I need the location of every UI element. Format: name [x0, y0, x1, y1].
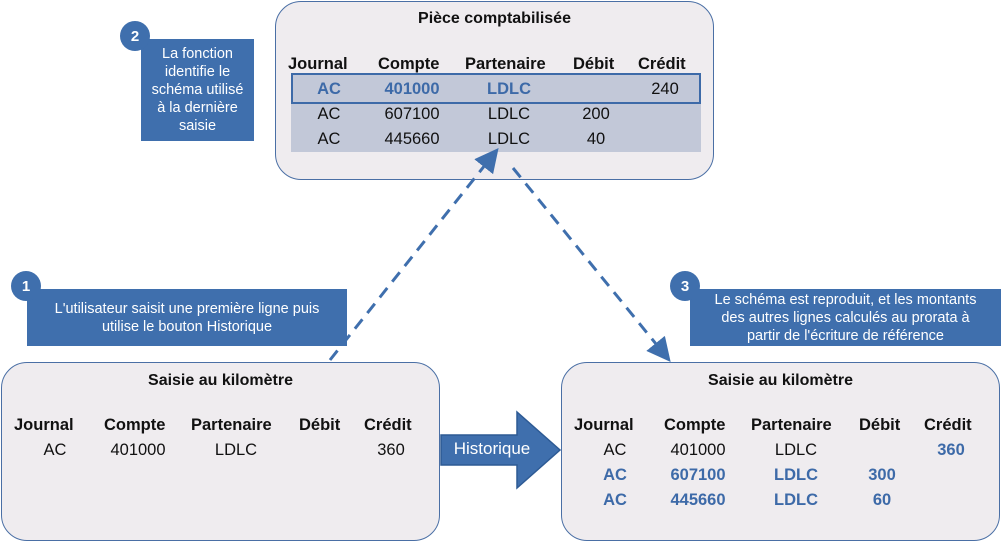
col-header-compte: Compte	[378, 55, 440, 73]
col-header-credit: Crédit	[364, 416, 412, 434]
col-header-journal: Journal	[288, 55, 348, 73]
dashed-arrow-down	[511, 167, 671, 362]
col-header-debit: Débit	[859, 416, 901, 434]
table-cell: 401000	[384, 80, 440, 98]
table-cell: 445660	[384, 130, 440, 148]
col-header-debit: Débit	[299, 416, 341, 434]
table-cell: 240	[651, 80, 679, 98]
col-header-partenaire: Partenaire	[751, 416, 832, 434]
col-header-journal: Journal	[14, 416, 74, 434]
step-badge-1: 1	[11, 271, 41, 301]
callout-step-3: Le schéma est reproduit, et les montants…	[690, 289, 1001, 346]
table-cell: LDLC	[774, 441, 818, 459]
entry-input-panel-right: Saisie au kilomètre Journal Compte Parte…	[561, 362, 1000, 541]
callout-step-1: L'utilisateur saisit une première ligne …	[27, 289, 347, 346]
posted-entry-panel: Pièce comptabilisée Journal Compte Parte…	[275, 1, 714, 180]
table-cell: AC	[603, 466, 627, 484]
table-cell: 445660	[670, 491, 726, 509]
table-cell: AC	[43, 441, 67, 459]
row-band	[291, 104, 701, 152]
callout-step-2: La fonction identifie le schéma utilisé …	[141, 39, 254, 141]
table-cell: 607100	[670, 466, 726, 484]
historique-button-label: Historique	[453, 439, 531, 458]
table-cell: 60	[872, 491, 892, 509]
col-header-debit: Débit	[573, 55, 615, 73]
col-header-journal: Journal	[574, 416, 634, 434]
left-panel-title: Saisie au kilomètre	[148, 372, 293, 389]
col-header-credit: Crédit	[924, 416, 972, 434]
table-cell: LDLC	[487, 105, 531, 123]
table-cell: 401000	[670, 441, 726, 459]
table-cell: AC	[317, 80, 341, 98]
col-header-compte: Compte	[664, 416, 726, 434]
entry-input-panel-left: Saisie au kilomètre Journal Compte Parte…	[1, 362, 440, 541]
col-header-partenaire: Partenaire	[191, 416, 272, 434]
col-header-partenaire: Partenaire	[465, 55, 546, 73]
table-cell: 607100	[384, 105, 440, 123]
step-badge-2: 2	[120, 21, 150, 51]
table-cell: AC	[317, 105, 341, 123]
dashed-arrow-up	[328, 147, 499, 361]
col-header-compte: Compte	[104, 416, 166, 434]
col-header-credit: Crédit	[638, 55, 686, 73]
table-cell: 401000	[110, 441, 166, 459]
table-cell: AC	[603, 441, 627, 459]
table-cell: LDLC	[487, 80, 531, 98]
table-cell: 360	[377, 441, 405, 459]
historique-arrow-shape	[440, 410, 562, 490]
posted-entry-title: Pièce comptabilisée	[418, 10, 571, 27]
right-panel-title: Saisie au kilomètre	[708, 372, 853, 389]
table-cell: LDLC	[487, 130, 531, 148]
table-cell: AC	[317, 130, 341, 148]
selected-row-highlight	[291, 73, 701, 104]
table-cell: LDLC	[774, 466, 818, 484]
step-badge-3: 3	[670, 271, 700, 301]
table-cell: 300	[868, 466, 896, 484]
table-cell: LDLC	[774, 491, 818, 509]
table-cell: 200	[582, 105, 610, 123]
table-cell: 360	[937, 441, 965, 459]
table-cell: AC	[603, 491, 627, 509]
table-cell: LDLC	[214, 441, 258, 459]
table-cell: 40	[586, 130, 606, 148]
